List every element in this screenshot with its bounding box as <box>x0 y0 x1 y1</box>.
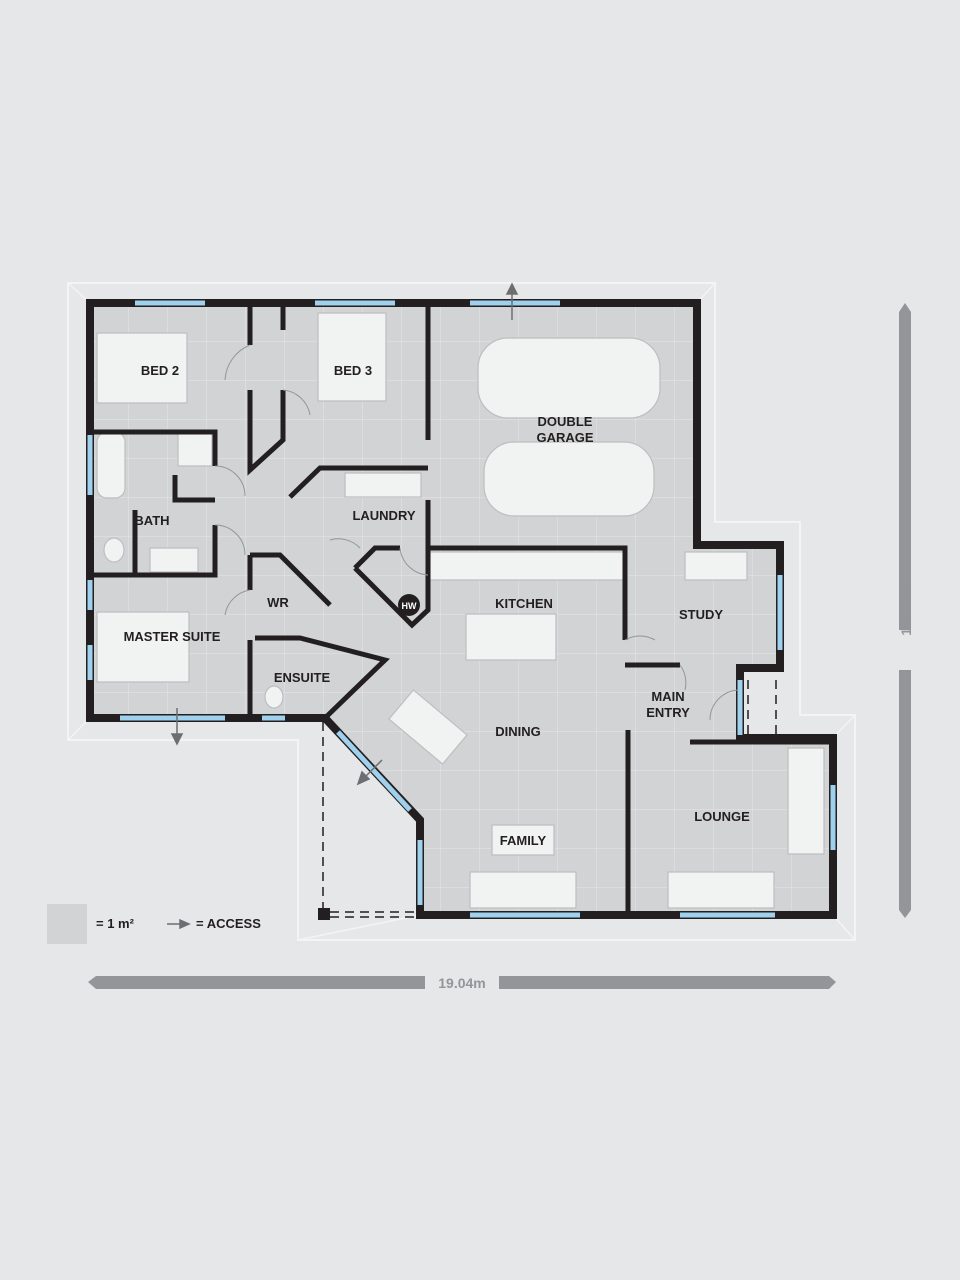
room-label-garage-1: DOUBLE <box>538 414 593 429</box>
bath-toilet <box>103 537 125 563</box>
room-label-master-suite: MASTER SUITE <box>124 629 221 644</box>
post <box>318 908 330 920</box>
room-label-garage-2: GARAGE <box>536 430 593 445</box>
room-label-laundry: LAUNDRY <box>352 508 415 523</box>
width-label: 19.04m <box>438 975 485 991</box>
bathtub <box>96 431 126 499</box>
legend-grid-swatch <box>47 904 87 944</box>
hot-water-icon <box>398 594 420 616</box>
room-label-main-entry-2: ENTRY <box>646 705 690 720</box>
legend-access-label: = ACCESS <box>196 916 261 931</box>
family-sofa <box>469 871 577 909</box>
ensuite-toilet <box>264 685 284 709</box>
shower <box>177 431 213 467</box>
laundry-bench <box>344 472 422 498</box>
legend-access-arrow-icon <box>167 918 191 930</box>
room-label-ensuite: ENSUITE <box>274 670 331 685</box>
bed-2 <box>96 332 188 404</box>
car-1 <box>477 337 661 419</box>
room-label-wr: WR <box>267 595 289 610</box>
interior-walls <box>90 303 833 915</box>
width-dimension <box>88 976 836 989</box>
room-label-hw: HW <box>402 601 417 611</box>
room-label-main-entry-1: MAIN <box>651 689 684 704</box>
kitchen-island <box>465 613 557 661</box>
furniture <box>96 312 825 909</box>
car-2 <box>483 441 655 517</box>
lounge-sofa-2 <box>787 747 825 855</box>
access-arrows <box>170 282 519 786</box>
dashed-boundary <box>322 680 777 918</box>
room-label-lounge: LOUNGE <box>694 809 750 824</box>
room-label-family: FAMILY <box>500 833 547 848</box>
bath-vanity <box>149 547 199 573</box>
depth-dimension <box>899 303 911 918</box>
room-label-bed-2: BED 2 <box>141 363 179 378</box>
exterior-wall <box>86 299 837 919</box>
master-bed <box>96 611 190 683</box>
study-desk <box>684 551 748 581</box>
room-label-study: STUDY <box>679 607 723 622</box>
kitchen-bench <box>429 551 625 581</box>
room-label-dining: DINING <box>495 724 541 739</box>
lounge-sofa <box>667 871 775 909</box>
legend-grid-label: = 1 m² <box>96 916 135 931</box>
windows <box>87 300 836 918</box>
room-label-bath: BATH <box>134 513 169 528</box>
room-label-bed-3: BED 3 <box>334 363 372 378</box>
access-arrow-icon <box>363 759 383 779</box>
site-diagonals <box>67 282 856 941</box>
depth-label: 15.77m <box>898 588 914 635</box>
room-label-kitchen: KITCHEN <box>495 596 553 611</box>
bed-3 <box>317 312 387 402</box>
doors <box>214 344 739 721</box>
dining-table <box>388 689 468 765</box>
family-label-box <box>491 824 555 856</box>
